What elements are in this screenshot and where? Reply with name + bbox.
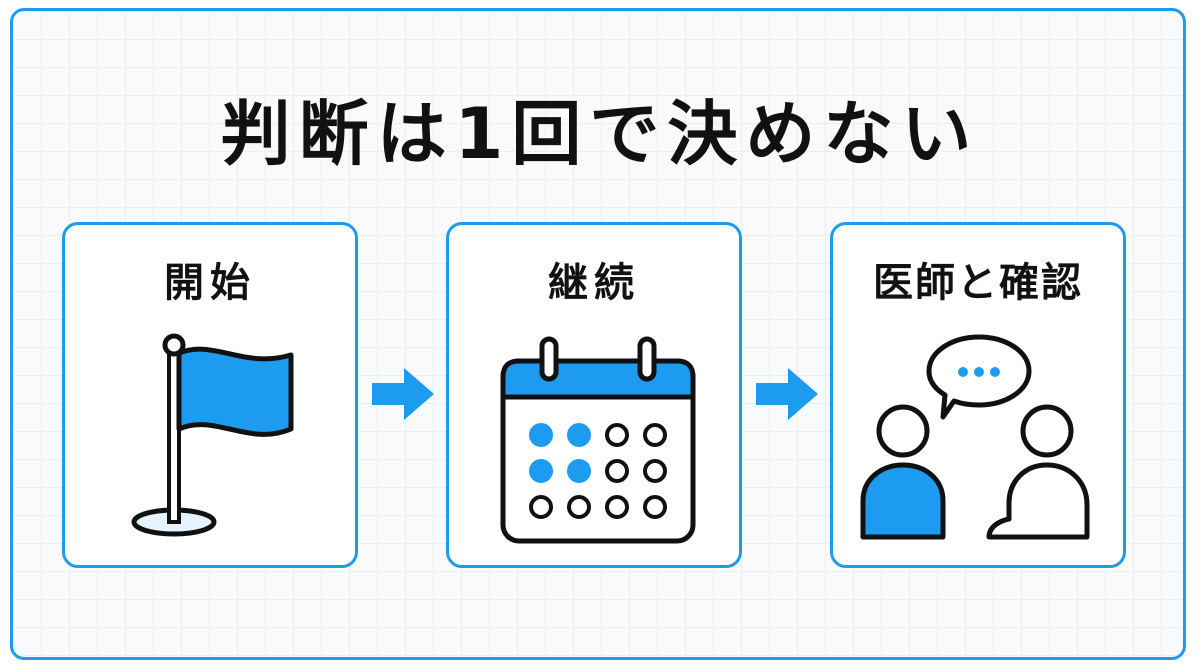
step-label-doctor-check: 医師と確認 bbox=[873, 260, 1083, 306]
conversation-icon bbox=[860, 334, 1090, 540]
step-label-start: 開始 bbox=[164, 260, 256, 306]
arrow-right-icon bbox=[756, 368, 818, 420]
flag-icon bbox=[131, 333, 294, 537]
step-card-start: 開始 bbox=[62, 222, 358, 568]
calendar-icon bbox=[500, 336, 696, 544]
doctor-icon bbox=[986, 404, 1090, 540]
speech-bubble-icon bbox=[926, 334, 1032, 420]
person-icon bbox=[860, 404, 946, 540]
arrow-right-icon bbox=[372, 368, 434, 420]
step-card-continue: 継続 bbox=[446, 222, 742, 568]
page-title: 判断は1回で決めない bbox=[220, 93, 980, 175]
step-label-continue: 継続 bbox=[548, 260, 640, 306]
step-card-doctor-check: 医師と確認 bbox=[830, 222, 1126, 568]
